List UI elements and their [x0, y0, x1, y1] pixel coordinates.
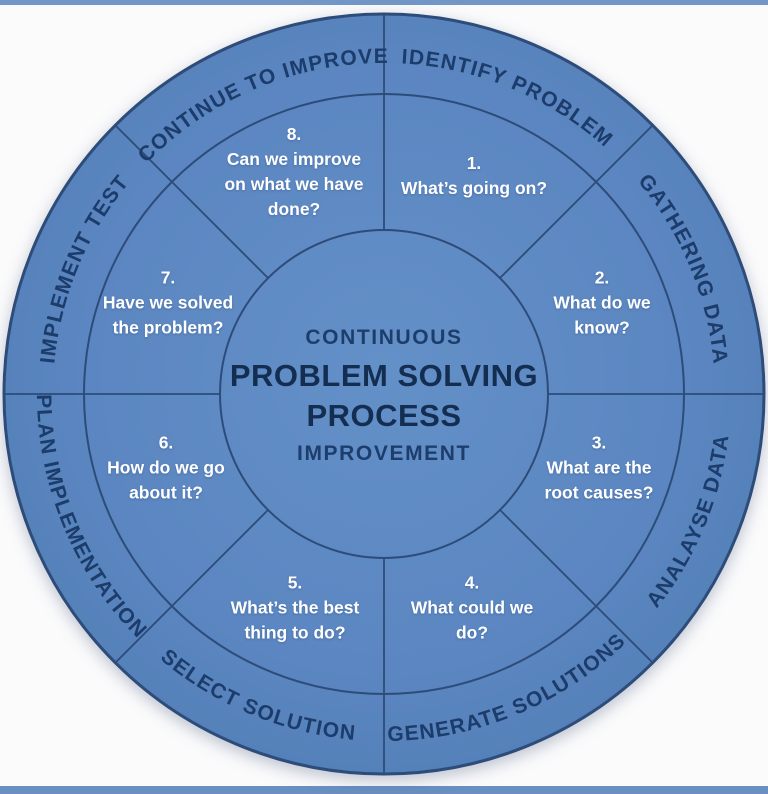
- center-line-improvement: IMPROVEMENT: [297, 442, 471, 465]
- question-line: Can we improve: [226, 149, 362, 169]
- center-line-continuous: CONTINUOUS: [305, 326, 463, 349]
- segment-6-question: 6. How do we go about it?: [58, 431, 274, 506]
- segment-number: 3.: [591, 432, 607, 453]
- segment-number: 1.: [466, 153, 482, 173]
- question-line: on what we have: [224, 174, 364, 194]
- segment-5-question: 5. What’s the best thing to do?: [187, 571, 403, 646]
- segment-number: 5.: [287, 572, 303, 593]
- segment-3-question: 3. What are the root causes?: [491, 431, 707, 506]
- question-line: Have we solved: [102, 292, 234, 313]
- question-line: thing to do?: [244, 622, 346, 643]
- question-line: the problem?: [112, 317, 224, 338]
- question-line: What are the: [546, 457, 652, 478]
- segment-2-question: 2. What do we know?: [494, 266, 710, 341]
- question-line: done?: [267, 199, 321, 219]
- question-line: What’s going on?: [400, 178, 548, 198]
- segment-number: 2.: [594, 267, 610, 288]
- center-title-block: CONTINUOUS PROBLEM SOLVING PROCESS IMPRO…: [219, 324, 549, 468]
- center-line-process: PROCESS: [306, 398, 462, 433]
- question-line: How do we go: [107, 457, 225, 478]
- question-line: What do we: [553, 292, 651, 313]
- segment-number: 6.: [158, 432, 174, 453]
- top-edge-strip: [0, 0, 768, 5]
- segment-divider-sw: [114, 509, 269, 664]
- question-line: What’s the best: [230, 597, 360, 618]
- question-line: about it?: [129, 482, 203, 503]
- center-line-problem-solving: PROBLEM SOLVING: [229, 358, 539, 393]
- segment-number: 7.: [160, 267, 176, 288]
- segment-7-question: 7. Have we solved the problem?: [60, 266, 276, 341]
- segment-number: 8.: [286, 124, 302, 144]
- segment-divider-nw: [114, 124, 269, 279]
- segment-number: 4.: [464, 572, 480, 593]
- question-line: do?: [455, 622, 489, 643]
- segment-divider-se: [499, 509, 654, 664]
- question-line: What could we: [410, 597, 534, 618]
- question-line: root causes?: [544, 482, 654, 503]
- segment-8-question: 8. Can we improve on what we have done?: [186, 122, 402, 222]
- question-line: know?: [574, 317, 630, 338]
- segment-divider-ne: [499, 124, 654, 279]
- bottom-edge-strip: [0, 786, 768, 794]
- inner-circle: [219, 229, 549, 559]
- segment-1-question: 1. What’s going on?: [366, 151, 582, 201]
- segment-4-question: 4. What could we do?: [364, 571, 580, 646]
